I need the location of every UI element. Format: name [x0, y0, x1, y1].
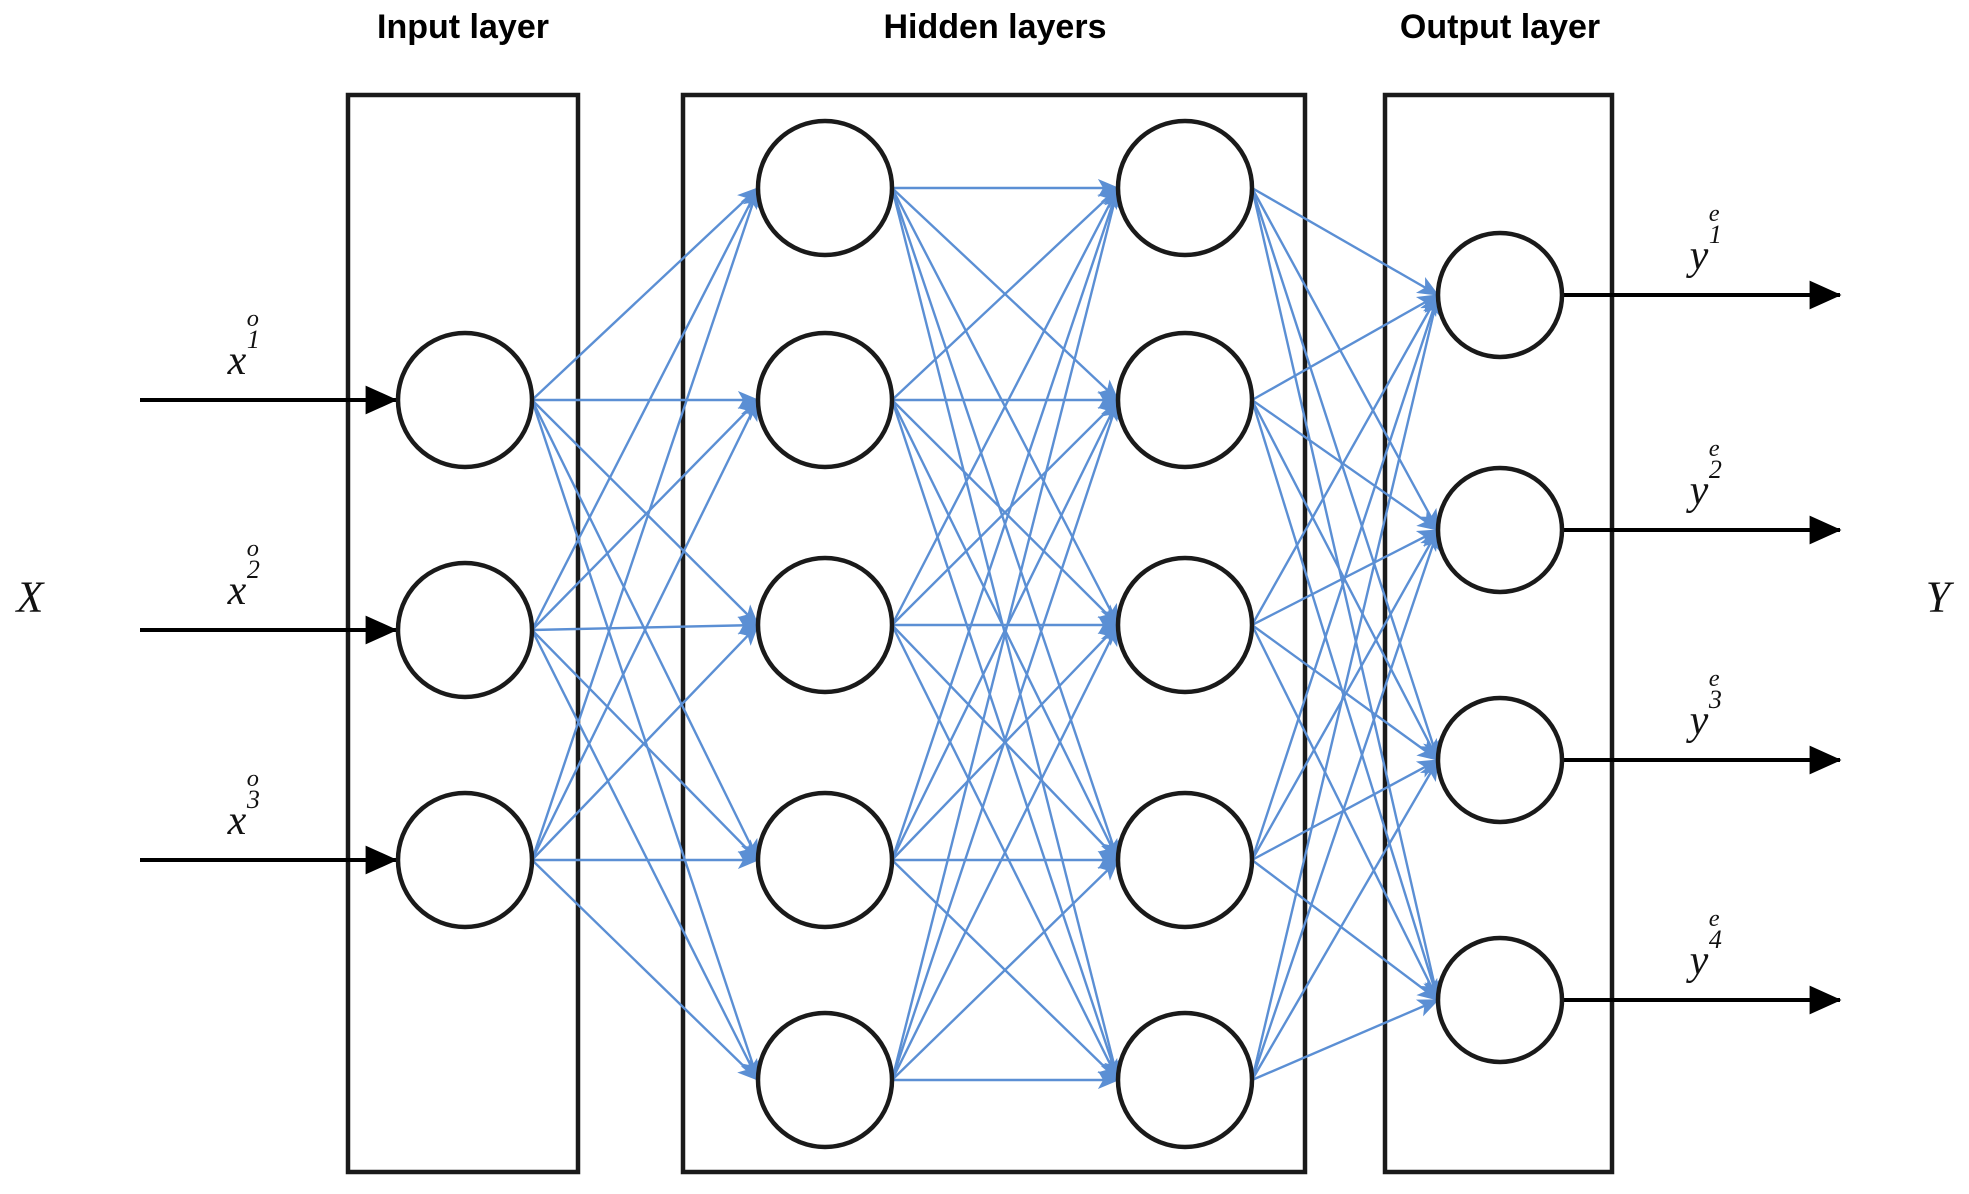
- output-label-1-base: y: [1689, 233, 1709, 279]
- node-input-2[interactable]: [395, 560, 535, 700]
- output-label-3-base: y: [1689, 698, 1709, 744]
- connection-hidden-2-2-to-output-1: [1251, 293, 1440, 402]
- connection-hidden-2-4-to-output-2: [1250, 528, 1440, 861]
- input-label-1-base: x: [227, 338, 247, 384]
- connection-input-1-to-hidden-1-1: [531, 187, 760, 401]
- input-group-label: X: [16, 572, 44, 622]
- connection-input-2-to-hidden-1-4: [531, 629, 760, 862]
- connection-input-1-to-hidden-1-3: [531, 399, 760, 627]
- output-box: [1382, 92, 1615, 1175]
- input-box: [345, 92, 581, 1175]
- connection-hidden-2-1-to-output-2: [1250, 187, 1440, 532]
- connection-hidden-2-5-to-output-1: [1250, 293, 1443, 1081]
- connection-hidden-2-3-to-output-4: [1250, 624, 1440, 1002]
- output-layer-title: Output layer: [1399, 8, 1601, 46]
- connection-hidden-2-4-to-output-3: [1251, 758, 1440, 862]
- node-hidden-1-1[interactable]: [755, 118, 895, 258]
- connection-hidden-1-5-to-hidden-2-2: [890, 398, 1121, 1081]
- connection-input-2-to-hidden-1-2: [531, 398, 760, 631]
- io-arrows-group: [140, 280, 1842, 1015]
- connection-hidden-1-5-to-hidden-2-4: [891, 858, 1120, 1081]
- output-label-4-base: y: [1689, 938, 1709, 984]
- connection-input-3-to-hidden-1-2: [530, 398, 760, 861]
- hidden-layers-title: Hidden layers: [883, 8, 1107, 46]
- node-hidden-2-2[interactable]: [1115, 330, 1255, 470]
- node-output-1[interactable]: [1435, 230, 1565, 360]
- connection-hidden-1-5-to-hidden-2-3: [890, 623, 1120, 1081]
- connection-hidden-2-1-to-output-1: [1251, 186, 1440, 297]
- connection-hidden-2-2-to-output-2: [1251, 399, 1440, 531]
- node-hidden-1-5[interactable]: [755, 1010, 895, 1150]
- connection-input-3-to-hidden-1-5: [531, 859, 760, 1082]
- connection-hidden-2-1-to-output-4: [1250, 187, 1443, 1002]
- connection-hidden-2-4-to-output-1: [1250, 293, 1441, 861]
- output-group-label: Y: [1925, 572, 1951, 622]
- input-label-3-base: x: [227, 798, 247, 844]
- input-layer-title: Input layer: [377, 8, 549, 46]
- connection-hidden-2-3-to-output-1: [1250, 293, 1440, 626]
- hidden-box: [680, 92, 1308, 1175]
- node-output-2[interactable]: [1435, 465, 1565, 595]
- connections-group: [530, 178, 1443, 1090]
- connection-hidden-1-5-to-hidden-2-1: [890, 186, 1122, 1081]
- node-hidden-1-3[interactable]: [755, 555, 895, 695]
- connection-input-2-to-hidden-1-1: [530, 186, 760, 631]
- connection-hidden-2-5-to-output-3: [1250, 758, 1440, 1081]
- connection-hidden-1-3-to-hidden-2-2: [891, 398, 1120, 626]
- layer-boxes-group: [345, 92, 1615, 1175]
- node-output-3[interactable]: [1435, 695, 1565, 825]
- node-hidden-1-2[interactable]: [755, 330, 895, 470]
- node-hidden-2-1[interactable]: [1115, 118, 1255, 258]
- output-label-2-base: y: [1689, 468, 1709, 514]
- connection-input-3-to-hidden-1-1: [530, 186, 761, 861]
- node-hidden-2-5[interactable]: [1115, 1010, 1255, 1150]
- node-input-3[interactable]: [395, 790, 535, 930]
- node-input-1[interactable]: [395, 330, 535, 470]
- input-label-2-base: x: [227, 568, 247, 614]
- node-hidden-2-4[interactable]: [1115, 790, 1255, 930]
- connection-hidden-2-5-to-output-2: [1250, 528, 1441, 1081]
- connection-hidden-2-1-to-output-3: [1250, 187, 1441, 762]
- connection-hidden-2-4-to-output-4: [1251, 859, 1440, 1001]
- connection-input-1-to-hidden-1-5: [530, 399, 761, 1082]
- node-output-4[interactable]: [1435, 935, 1565, 1065]
- connection-hidden-1-2-to-hidden-2-1: [891, 187, 1120, 401]
- connection-input-3-to-hidden-1-3: [531, 623, 759, 861]
- connection-hidden-2-2-to-output-4: [1250, 399, 1441, 1002]
- connection-hidden-1-4-to-hidden-2-1: [890, 186, 1121, 861]
- nodes-group: [395, 118, 1565, 1150]
- connection-input-2-to-hidden-1-5: [530, 629, 760, 1082]
- node-hidden-2-3[interactable]: [1115, 555, 1255, 695]
- node-hidden-1-4[interactable]: [755, 790, 895, 930]
- connection-hidden-1-3-to-hidden-2-1: [890, 186, 1120, 626]
- connection-hidden-2-5-to-output-4: [1251, 998, 1440, 1082]
